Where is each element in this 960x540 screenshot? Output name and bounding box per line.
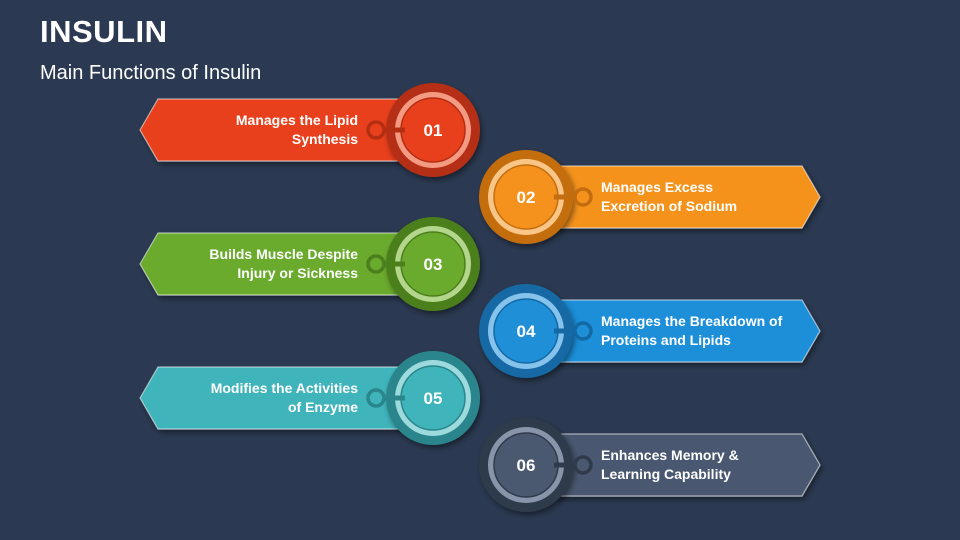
connector-knob <box>366 254 386 274</box>
item-label-line2: Learning Capability <box>601 466 731 482</box>
item-label-line1: Enhances Memory & <box>601 447 739 463</box>
page-title: INSULIN <box>40 14 168 49</box>
connector-knob <box>366 388 386 408</box>
function-item-05: 05 <box>139 351 480 445</box>
connector-knob <box>573 187 593 207</box>
item-label-line2: of Enzyme <box>287 399 358 415</box>
item-label-line2: Excretion of Sodium <box>601 198 738 214</box>
item-number: 01 <box>424 121 443 140</box>
item-label-line2: Proteins and Lipids <box>601 332 731 348</box>
connector-knob <box>573 321 593 341</box>
connector-knob <box>366 120 386 140</box>
item-label-line1: Manages the Lipid <box>235 112 358 128</box>
item-number: 05 <box>424 389 443 408</box>
item-number: 02 <box>517 188 536 207</box>
item-number: 04 <box>517 322 536 341</box>
item-label: Modifies the Activities of Enzyme <box>128 379 358 417</box>
function-item-01: 01 <box>139 83 480 177</box>
function-item-04: 04 <box>479 284 821 378</box>
item-label: Manages the Breakdown of Proteins and Lip… <box>601 312 831 350</box>
item-label-line2: Injury or Sickness <box>237 265 358 281</box>
page-subtitle: Main Functions of Insulin <box>40 62 262 84</box>
item-label-line1: Manages the Breakdown of <box>601 313 783 329</box>
connector-knob <box>573 455 593 475</box>
item-label-line1: Manages Excess <box>601 179 714 195</box>
item-number: 03 <box>424 255 443 274</box>
item-label: Enhances Memory & Learning Capability <box>601 446 831 484</box>
item-label-line2: Synthesis <box>291 131 358 147</box>
function-item-02: 02 <box>479 150 821 244</box>
item-label-line1: Modifies the Activities <box>210 380 358 396</box>
function-item-03: 03 <box>139 217 480 311</box>
function-item-06: 06 <box>479 418 821 512</box>
item-number: 06 <box>517 456 536 475</box>
item-label-line1: Builds Muscle Despite <box>209 246 358 262</box>
